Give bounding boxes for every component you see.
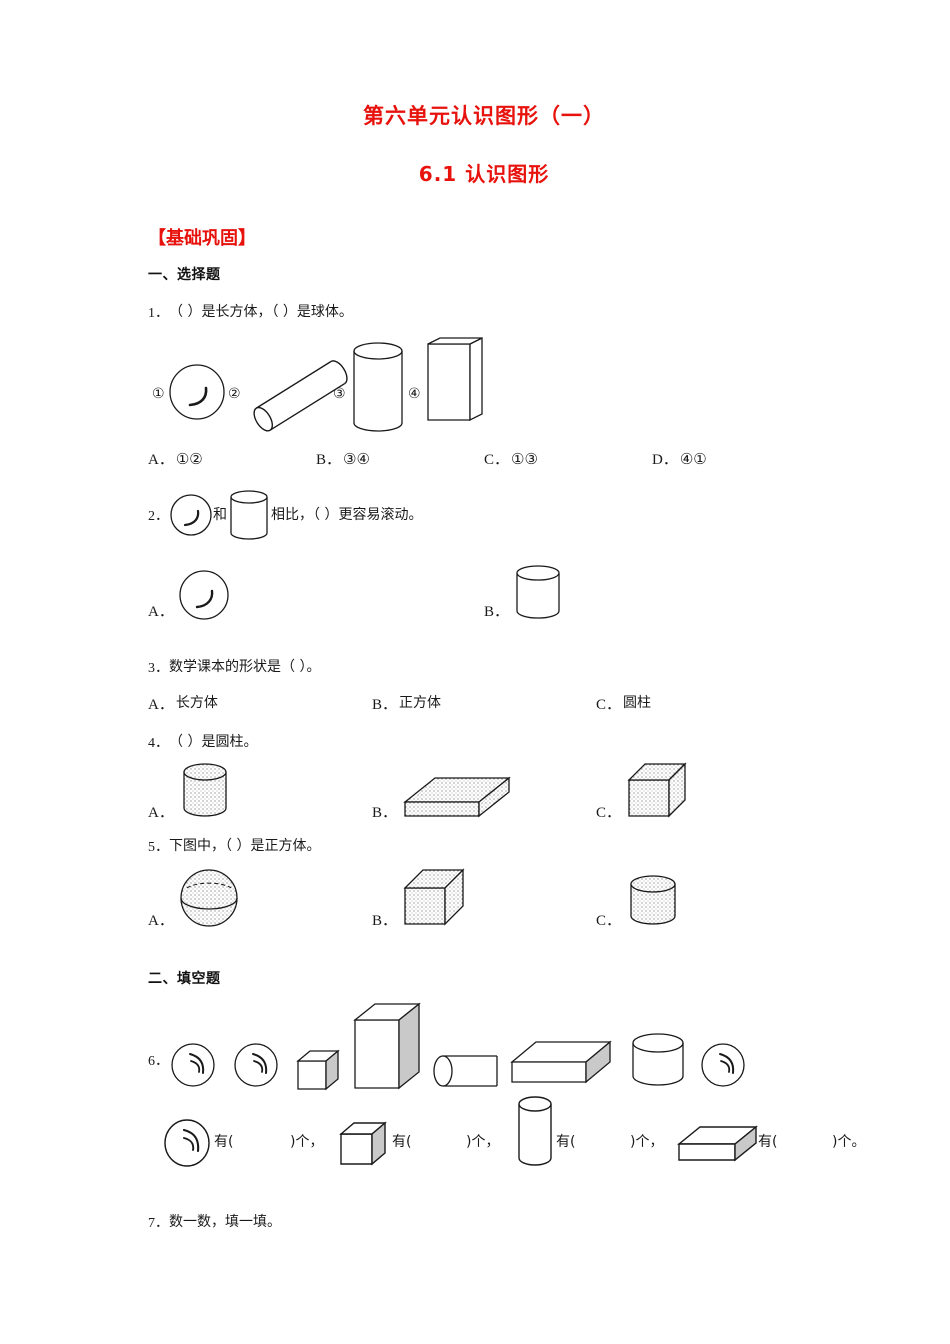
question-4-option-c[interactable]: C． xyxy=(596,760,693,822)
question-5-stem: 5． 下图中，（ ）是正方体。 xyxy=(148,836,820,856)
sphere-textured-shape xyxy=(178,866,240,930)
part-two-heading: 二、填空题 xyxy=(148,971,221,987)
answer-cylinder-icon xyxy=(514,1092,556,1170)
question-1-figures: ① ② ③ xyxy=(148,328,820,438)
question-3-option-a[interactable]: A． 长方体 xyxy=(148,695,218,713)
sphere-shape-6 xyxy=(700,1042,746,1088)
question-1-number: 1． xyxy=(148,306,169,321)
question-5-option-c[interactable]: C． xyxy=(596,870,681,930)
answer-text-1-before: 有( xyxy=(214,1134,234,1150)
sphere-shape-3 xyxy=(178,569,230,621)
cylinder-horizontal-shape xyxy=(431,1050,503,1090)
question-3-number: 3． xyxy=(148,661,169,676)
question-4-option-b[interactable]: B． xyxy=(372,766,596,822)
question-6-answer-row: 有( )个， 有( )个， 有( )个， xyxy=(148,1096,865,1170)
question-7-stem: 7． 数一数，填一填。 xyxy=(148,1212,820,1232)
answer-text-1-after: )个， xyxy=(290,1134,324,1150)
question-1-option-b[interactable]: B． ③④ xyxy=(316,449,370,469)
question-1-stem: 1． （ ）是长方体，（ ）是球体。 xyxy=(148,302,820,322)
answer-text-3-after: )个， xyxy=(630,1134,664,1150)
page-title: 第六单元认识图形（一） xyxy=(363,104,605,128)
answer-text-2-before: 有( xyxy=(392,1134,412,1150)
question-4-text: （ ）是圆柱。 xyxy=(169,733,258,750)
section-basic-label: 【基础巩固】 xyxy=(148,228,256,249)
cube-textured-shape-2 xyxy=(401,866,471,930)
figure-label-3: ③ xyxy=(333,386,346,402)
question-5-number: 5． xyxy=(148,840,169,855)
question-5-options: A． B． xyxy=(148,864,820,930)
question-2-option-a[interactable]: A． xyxy=(148,569,484,621)
question-3-stem: 3． 数学课本的形状是（ ）。 xyxy=(148,657,820,677)
answer-sphere-icon xyxy=(162,1118,212,1168)
cuboid-shape-1 xyxy=(426,336,486,432)
question-7-number: 7． xyxy=(148,1216,169,1231)
question-2-stem: 2． 和 相比，（ ）更容易滚动。 xyxy=(148,489,820,541)
question-3-option-c[interactable]: C． 圆柱 xyxy=(596,695,652,713)
answer-slab-icon xyxy=(676,1122,760,1168)
worksheet-content: 第六单元认识图形（一） 6.1 认识图形 【基础巩固】 一、选择题 1． （ ）… xyxy=(148,0,865,1232)
figure-label-1: ① xyxy=(152,386,165,402)
question-2-number: 2． xyxy=(148,509,169,524)
answer-text-4-before: 有( xyxy=(758,1134,778,1150)
cylinder-textured-shape-2 xyxy=(625,870,681,930)
part-one-heading: 一、选择题 xyxy=(148,267,221,283)
sphere-shape-5 xyxy=(233,1042,279,1088)
answer-cube-icon xyxy=(338,1120,392,1168)
cylinder-shape-4 xyxy=(628,1030,688,1090)
question-2-option-b[interactable]: B． xyxy=(484,563,563,621)
question-5-text: 下图中，（ ）是正方体。 xyxy=(169,837,321,854)
question-4-number: 4． xyxy=(148,736,169,751)
question-4-options: A． B． xyxy=(148,760,820,822)
question-1-text: （ ）是长方体，（ ）是球体。 xyxy=(169,303,353,320)
question-2-text-middle: 相比，（ ）更容易滚动。 xyxy=(271,506,423,523)
question-3-options: A． 长方体 B． 正方体 C． 圆柱 xyxy=(148,693,820,714)
question-6-shape-row: 6． xyxy=(148,1002,820,1091)
slab-textured-shape xyxy=(401,766,513,822)
cylinder-tilted-shape xyxy=(246,356,354,434)
cylinder-shape-1 xyxy=(350,341,406,433)
question-3-option-b[interactable]: B． 正方体 xyxy=(372,695,442,713)
answer-text-2-after: )个， xyxy=(466,1134,500,1150)
sphere-shape-4 xyxy=(170,1042,216,1088)
question-3-text: 数学课本的形状是（ ）。 xyxy=(169,658,321,675)
question-1-option-a[interactable]: A． ①② xyxy=(148,449,203,469)
cylinder-textured-shape-1 xyxy=(178,760,232,822)
slab-shape-1 xyxy=(510,1036,614,1090)
figure-label-4: ④ xyxy=(408,386,421,402)
figure-label-2: ② xyxy=(228,386,241,402)
question-2-options: A． B． xyxy=(148,563,820,621)
sphere-shape-1 xyxy=(168,363,226,421)
answer-text-3-before: 有( xyxy=(556,1134,576,1150)
question-7-text: 数一数，填一填。 xyxy=(169,1213,281,1230)
question-1-option-c[interactable]: C． ①③ xyxy=(484,449,538,469)
question-2-text-before: 和 xyxy=(213,506,227,523)
question-5-option-a[interactable]: A． xyxy=(148,866,372,930)
question-6-number: 6． xyxy=(148,1054,169,1069)
cylinder-shape-2 xyxy=(227,489,271,541)
sphere-shape-2 xyxy=(169,493,213,537)
question-5-option-b[interactable]: B． xyxy=(372,866,596,930)
question-1-options: A． ①② B． ③④ C． ①③ D． ④① xyxy=(148,448,820,469)
page-subtitle: 6.1 认识图形 xyxy=(418,162,550,186)
answer-text-4-after: )个。 xyxy=(832,1134,866,1150)
question-4-stem: 4． （ ）是圆柱。 xyxy=(148,732,820,752)
question-4-option-a[interactable]: A． xyxy=(148,760,372,822)
question-1-option-d[interactable]: D． ④① xyxy=(652,449,707,469)
tall-cuboid-shape xyxy=(353,1002,425,1092)
cube-textured-shape-1 xyxy=(625,760,693,822)
cylinder-shape-3 xyxy=(513,563,563,621)
cube-shape-1 xyxy=(296,1049,344,1091)
